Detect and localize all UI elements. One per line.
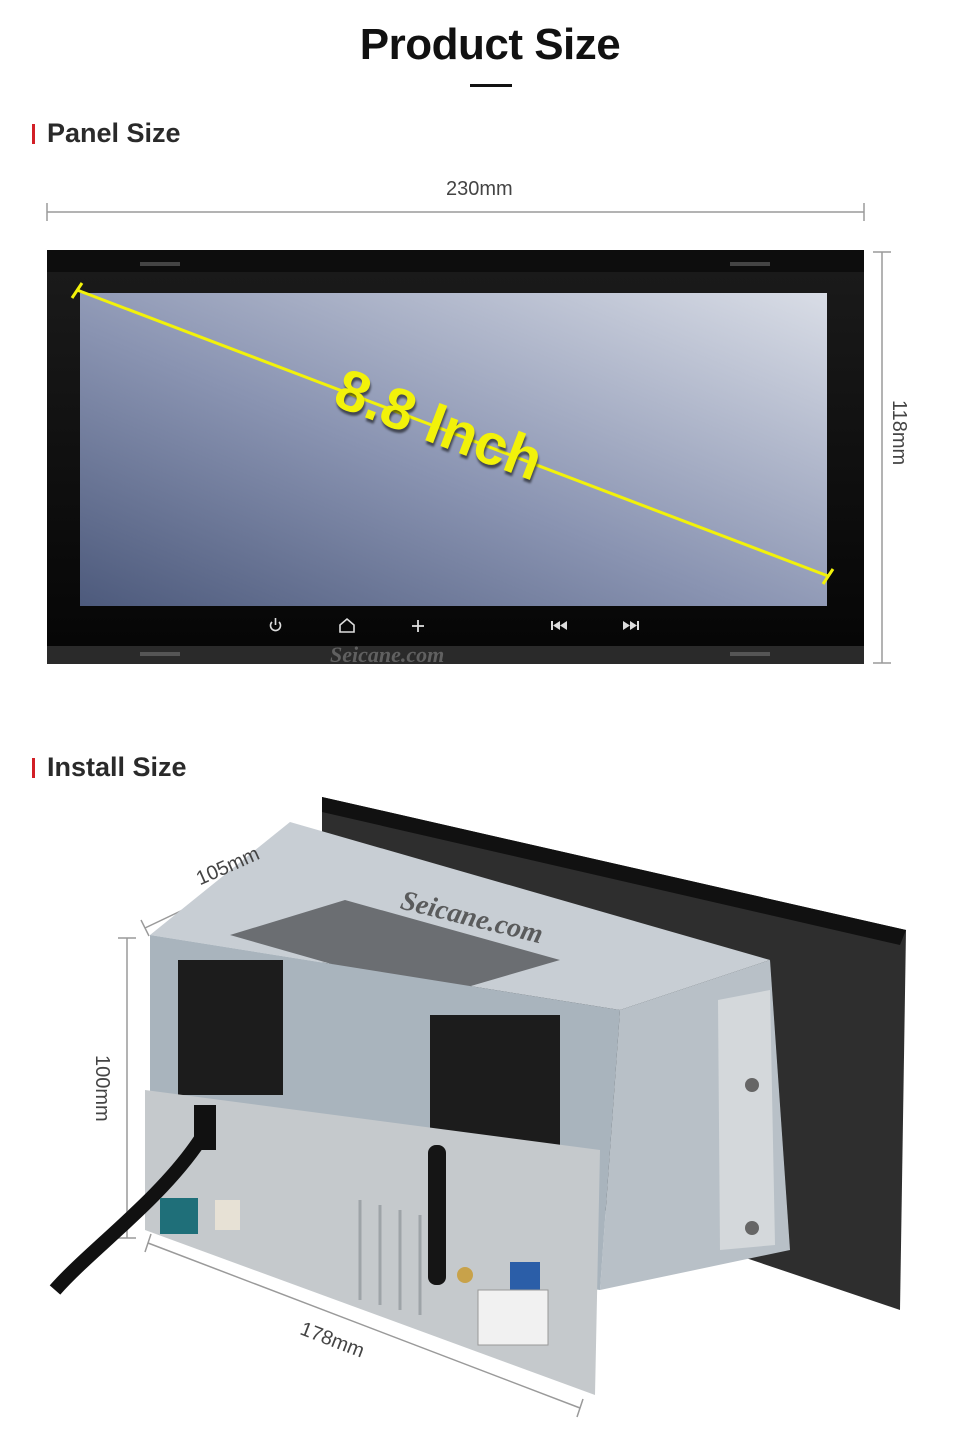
accent-bar xyxy=(32,123,35,144)
accent-bar xyxy=(32,757,35,778)
install-height-dimension xyxy=(118,937,136,1239)
install-unit-illustration xyxy=(49,797,906,1395)
previous-track-icon[interactable] xyxy=(551,621,567,630)
panel-height-label: 118mm xyxy=(888,400,910,466)
plus-icon[interactable] xyxy=(412,620,424,632)
install-width-dimension xyxy=(144,1233,584,1418)
power-icon[interactable] xyxy=(269,618,282,632)
panel-screen xyxy=(80,293,827,606)
panel-size-heading-label: Panel Size xyxy=(47,118,181,148)
install-size-heading-label: Install Size xyxy=(47,752,187,782)
panel-watermark: Seicane.com xyxy=(330,642,445,667)
panel-size-heading: Panel Size xyxy=(32,118,181,149)
install-height-label: 100mm xyxy=(91,1055,113,1122)
title-underline xyxy=(470,84,512,87)
page-title: Product Size xyxy=(359,20,621,69)
panel-width-dimension xyxy=(46,203,865,221)
panel-width-label: 230mm xyxy=(446,178,513,200)
panel-diagonal-line xyxy=(70,282,835,585)
home-icon[interactable] xyxy=(339,617,355,633)
next-track-icon[interactable] xyxy=(623,621,639,630)
panel-height-dimension xyxy=(873,251,891,664)
install-size-heading: Install Size xyxy=(32,752,187,783)
